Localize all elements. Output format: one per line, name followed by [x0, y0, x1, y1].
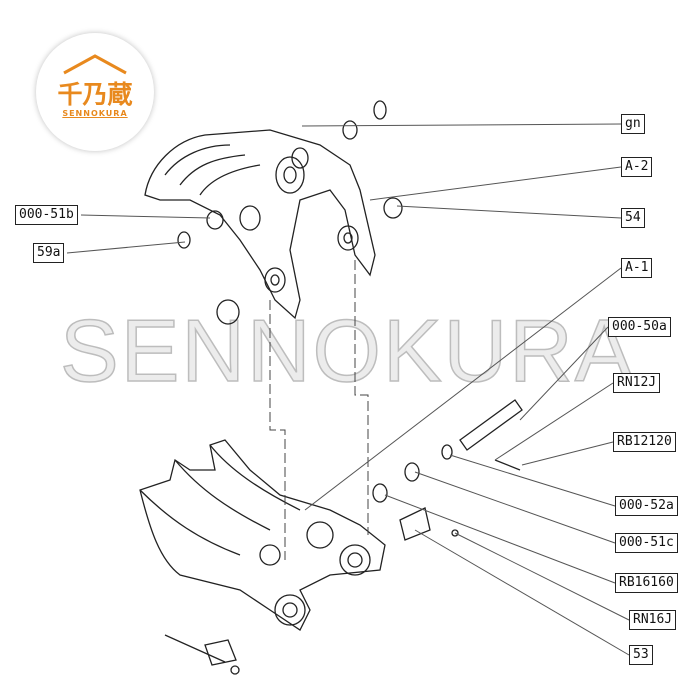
label-a1: A-1 — [621, 258, 653, 278]
roof-icon — [63, 54, 127, 75]
label-59a: 59a — [33, 243, 65, 263]
watermark: SENNOKURA — [59, 300, 636, 401]
label-gn: gn — [621, 114, 645, 134]
logo-kanji: 千乃蔵 — [57, 80, 133, 109]
label-54: 54 — [621, 208, 645, 228]
leader-lines — [66, 123, 630, 656]
upper-frame — [144, 129, 376, 320]
label-rn12j: RN12J — [613, 373, 661, 393]
label-000-51c: 000-51c — [615, 533, 678, 553]
lower-jaw — [139, 439, 386, 631]
label-000-51b: 000-51b — [15, 205, 78, 225]
label-a2: A-2 — [621, 157, 653, 177]
label-rn16j: RN16J — [629, 610, 677, 630]
label-000-50a: 000-50a — [608, 317, 671, 337]
label-rb12120: RB12120 — [613, 432, 676, 452]
label-53: 53 — [629, 645, 653, 665]
logo-subtitle: SENNOKURA — [62, 109, 128, 118]
loose-parts — [164, 100, 523, 675]
brand-logo: 千乃蔵 SENNOKURA — [36, 33, 154, 151]
center-lines — [269, 260, 369, 560]
label-000-52a: 000-52a — [615, 496, 678, 516]
label-rb16160: RB16160 — [615, 573, 678, 593]
